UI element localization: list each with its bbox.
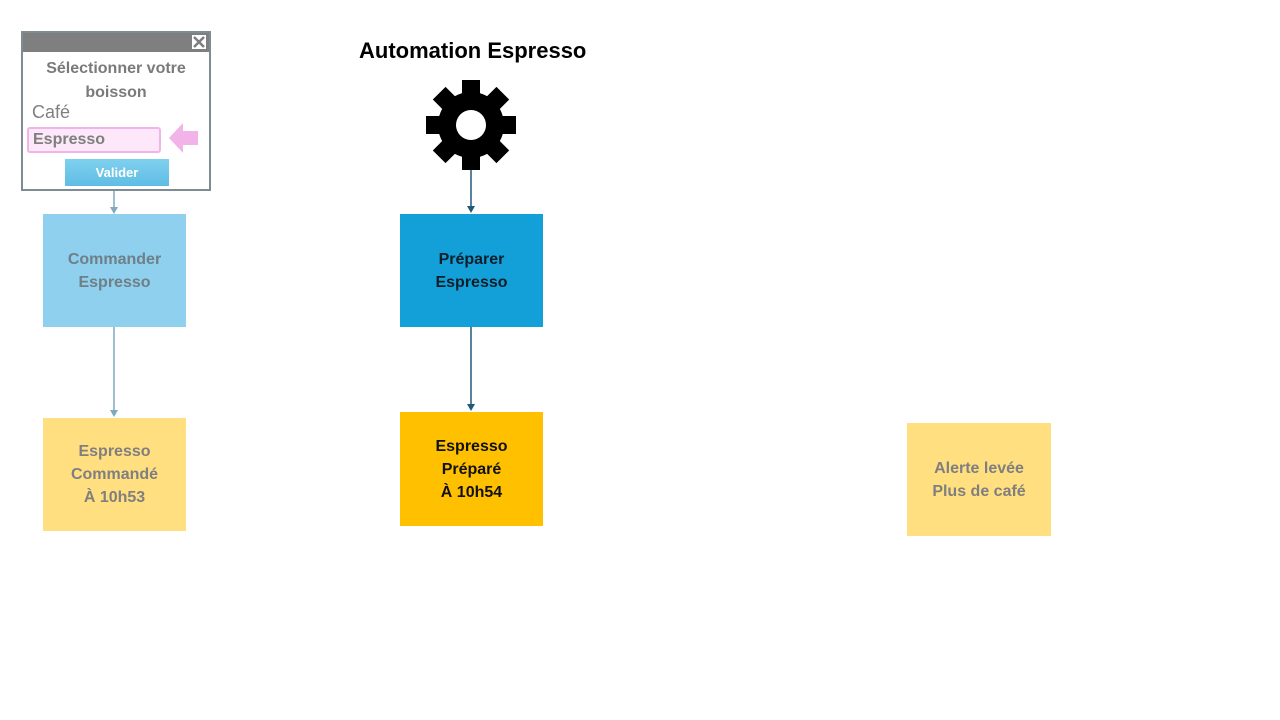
event-espresso-prepared: Espresso Préparé À 10h54 bbox=[400, 412, 543, 526]
drink-selection-dialog: Sélectionner votre boisson Café Espresso… bbox=[21, 31, 211, 191]
prepared-label-line1: Espresso bbox=[435, 437, 508, 455]
close-icon bbox=[193, 36, 205, 48]
alert-label-line1: Alerte levée bbox=[934, 459, 1024, 477]
connector-gear-to-preparer bbox=[467, 170, 475, 213]
event-alert-raised: Alerte levée Plus de café bbox=[907, 423, 1051, 536]
diagram-title: Automation Espresso bbox=[359, 38, 587, 63]
selection-pointer-arrow-icon bbox=[169, 123, 198, 153]
event-espresso-ordered: Espresso Commandé À 10h53 bbox=[43, 418, 186, 531]
connector-commander-to-ordered bbox=[110, 327, 118, 417]
command-label-line1: Commander bbox=[67, 250, 162, 268]
ordered-label-line2: Commandé bbox=[70, 466, 159, 483]
command-commander-espresso: Commander Espresso bbox=[43, 214, 186, 327]
connector-preparer-to-prepared bbox=[467, 327, 475, 411]
alert-label-line2: Plus de café bbox=[932, 482, 1026, 500]
close-button[interactable] bbox=[192, 35, 206, 49]
prepared-label-line2: Préparé bbox=[441, 460, 502, 478]
connector-dialog-to-commander bbox=[110, 189, 118, 214]
ordered-label-line1: Espresso bbox=[78, 443, 151, 460]
ordered-label-line3: À 10h53 bbox=[83, 489, 146, 506]
validate-button[interactable]: Valider bbox=[65, 159, 169, 186]
command-label-line2: Espresso bbox=[78, 273, 151, 291]
prepared-label-line3: À 10h54 bbox=[440, 483, 503, 501]
dialog-titlebar bbox=[23, 33, 209, 52]
option-espresso-selected[interactable]: Espresso bbox=[27, 127, 161, 153]
prepare-label-line2: Espresso bbox=[435, 273, 508, 291]
prepare-label-line1: Préparer bbox=[438, 250, 505, 268]
gear-icon bbox=[426, 80, 516, 170]
command-preparer-espresso: Préparer Espresso bbox=[400, 214, 543, 327]
option-cafe[interactable]: Café bbox=[32, 102, 71, 122]
dialog-heading: Sélectionner votre boisson bbox=[46, 60, 186, 101]
